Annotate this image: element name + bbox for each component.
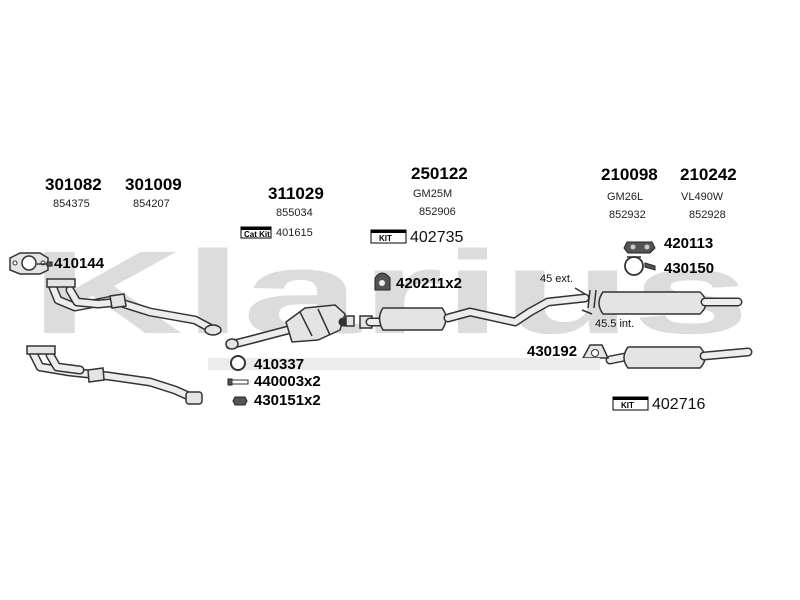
note-ext: 45 ext. (540, 273, 573, 285)
cat-kit-badge-label: Cat Kit (244, 230, 270, 239)
fitting-label-430151: 430151x2 (254, 392, 321, 409)
fitting-label-430150: 430150 (664, 260, 714, 277)
rear-silencer-upper (598, 291, 743, 315)
sub-number-855034: 855034 (276, 207, 313, 219)
kit-badge-402716: KIT (612, 396, 649, 411)
hardware-bar (208, 358, 600, 370)
note-int: 45.5 int. (595, 318, 634, 330)
rubber-mount-420211 (374, 272, 391, 291)
sub-number-854207: 854207 (133, 198, 170, 210)
catalytic-converter-311029 (225, 304, 355, 350)
front-pipe-301082 (46, 278, 222, 336)
part-number-250122: 250122 (411, 164, 468, 183)
clamp-420113 (623, 241, 656, 254)
fitting-label-420211: 420211x2 (396, 275, 462, 292)
part-number-210098: 210098 (601, 165, 658, 184)
part-number-301009: 301009 (125, 175, 182, 194)
part-number-301082: 301082 (45, 175, 102, 194)
cat-kit-number: 401615 (276, 227, 313, 239)
ring-430150 (624, 256, 656, 276)
fitting-label-430192: 430192 (527, 343, 577, 360)
part-number-311029: 311029 (268, 184, 324, 203)
rear-silencer-lower (605, 346, 753, 369)
front-pipe-301009 (26, 345, 203, 405)
kit-badge-label: KIT (621, 401, 634, 410)
kit-badge-402735: KIT (370, 229, 407, 244)
fitting-label-410144: 410144 (54, 255, 105, 272)
center-silencer-250122 (359, 293, 590, 331)
sub-number-852932: 852932 (609, 209, 646, 221)
bolt-440003 (227, 378, 249, 386)
sub-number-854375: 854375 (53, 198, 90, 210)
sub-code-gm26l: GM26L (607, 191, 643, 203)
gasket-410144 (9, 252, 49, 275)
ring-410337 (230, 355, 246, 371)
nut-430151 (232, 396, 248, 406)
sub-number-852928: 852928 (689, 209, 726, 221)
part-number-210242: 210242 (680, 165, 737, 184)
fitting-label-420113: 420113 (664, 235, 713, 252)
kit-badge-label: KIT (379, 234, 392, 243)
pipe-joint-marks (574, 287, 597, 315)
kit-number-402716: 402716 (652, 396, 705, 413)
kit-number-402735: 402735 (410, 229, 463, 246)
sub-code-vl490w: VL490W (681, 191, 724, 203)
fitting-label-440003: 440003x2 (254, 373, 321, 390)
sub-number-852906: 852906 (419, 206, 456, 218)
sub-code-gm25m: GM25M (413, 188, 452, 200)
fitting-label-410337: 410337 (254, 356, 304, 373)
cat-kit-badge: Cat Kit (240, 226, 272, 239)
